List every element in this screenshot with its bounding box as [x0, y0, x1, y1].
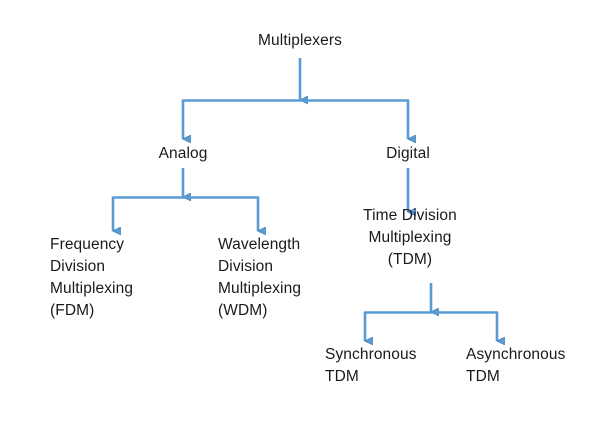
node-wavelength-division-multiplexing: Wavelength Division Multiplexing (WDM): [218, 236, 302, 319]
node-digital: Digital: [386, 145, 430, 162]
node-synchronous-tdm: Synchronous TDM: [325, 346, 417, 385]
node-multiplexers: Multiplexers: [258, 32, 342, 49]
node-frequency-division-multiplexing: Frequency Division Multiplexing (FDM): [50, 236, 134, 319]
node-analog: Analog: [158, 145, 208, 162]
node-asynchronous-tdm: Asynchronous TDM: [466, 346, 566, 385]
node-time-division-multiplexing: Time Division Multiplexing (TDM): [363, 207, 457, 268]
